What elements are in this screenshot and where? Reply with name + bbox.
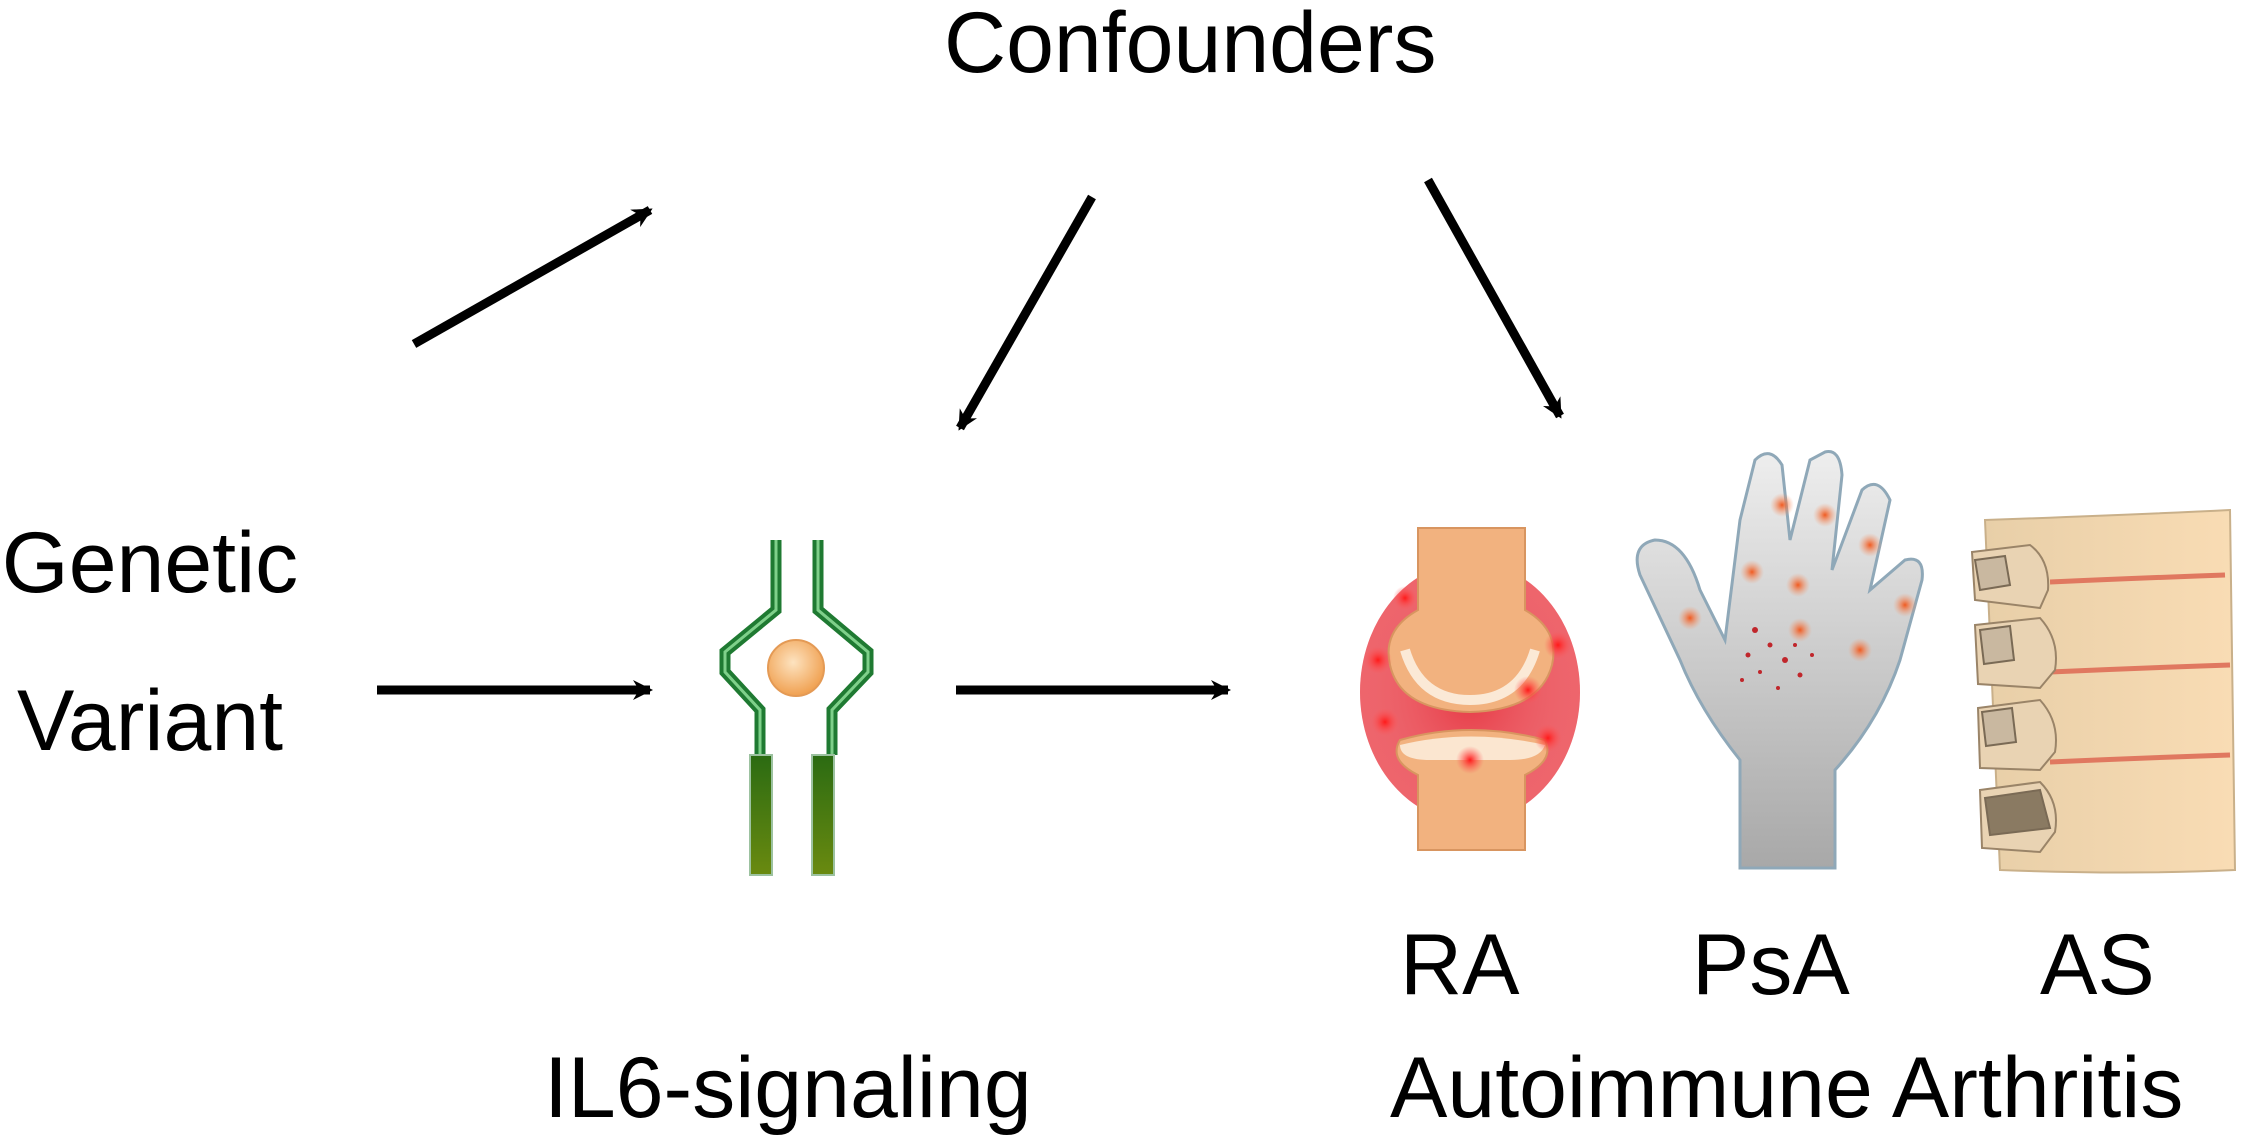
outcome-label-as: AS: [2040, 917, 2155, 1013]
confounders-label: Confounders: [944, 0, 1437, 91]
genetic-variant-label: Genetic Variant: [0, 520, 300, 764]
outcome-label-psa: PsA: [1692, 917, 1850, 1013]
arrow-confounders-to-arthritis: [1424, 177, 1564, 419]
il6-signaling-label: IL6-signaling: [544, 1040, 1032, 1136]
autoimmune-arthritis-label: Autoimmune Arthritis: [1390, 1040, 2184, 1136]
genetic-variant-line-2: Variant: [16, 673, 284, 769]
psa-hand-icon: [1635, 449, 1924, 870]
il6-receptor-icon: [719, 540, 874, 876]
genetic-variant-line-1: Genetic: [1, 515, 299, 611]
ra-joint-icon: [1360, 527, 1580, 851]
outcome-label-ra: RA: [1400, 917, 1520, 1013]
arrow-confounders-to-il6: [956, 194, 1096, 431]
arrow-variant-to-confounders: [411, 206, 653, 348]
arrows: [377, 177, 1564, 700]
as-spine-icon: [1970, 508, 2237, 874]
